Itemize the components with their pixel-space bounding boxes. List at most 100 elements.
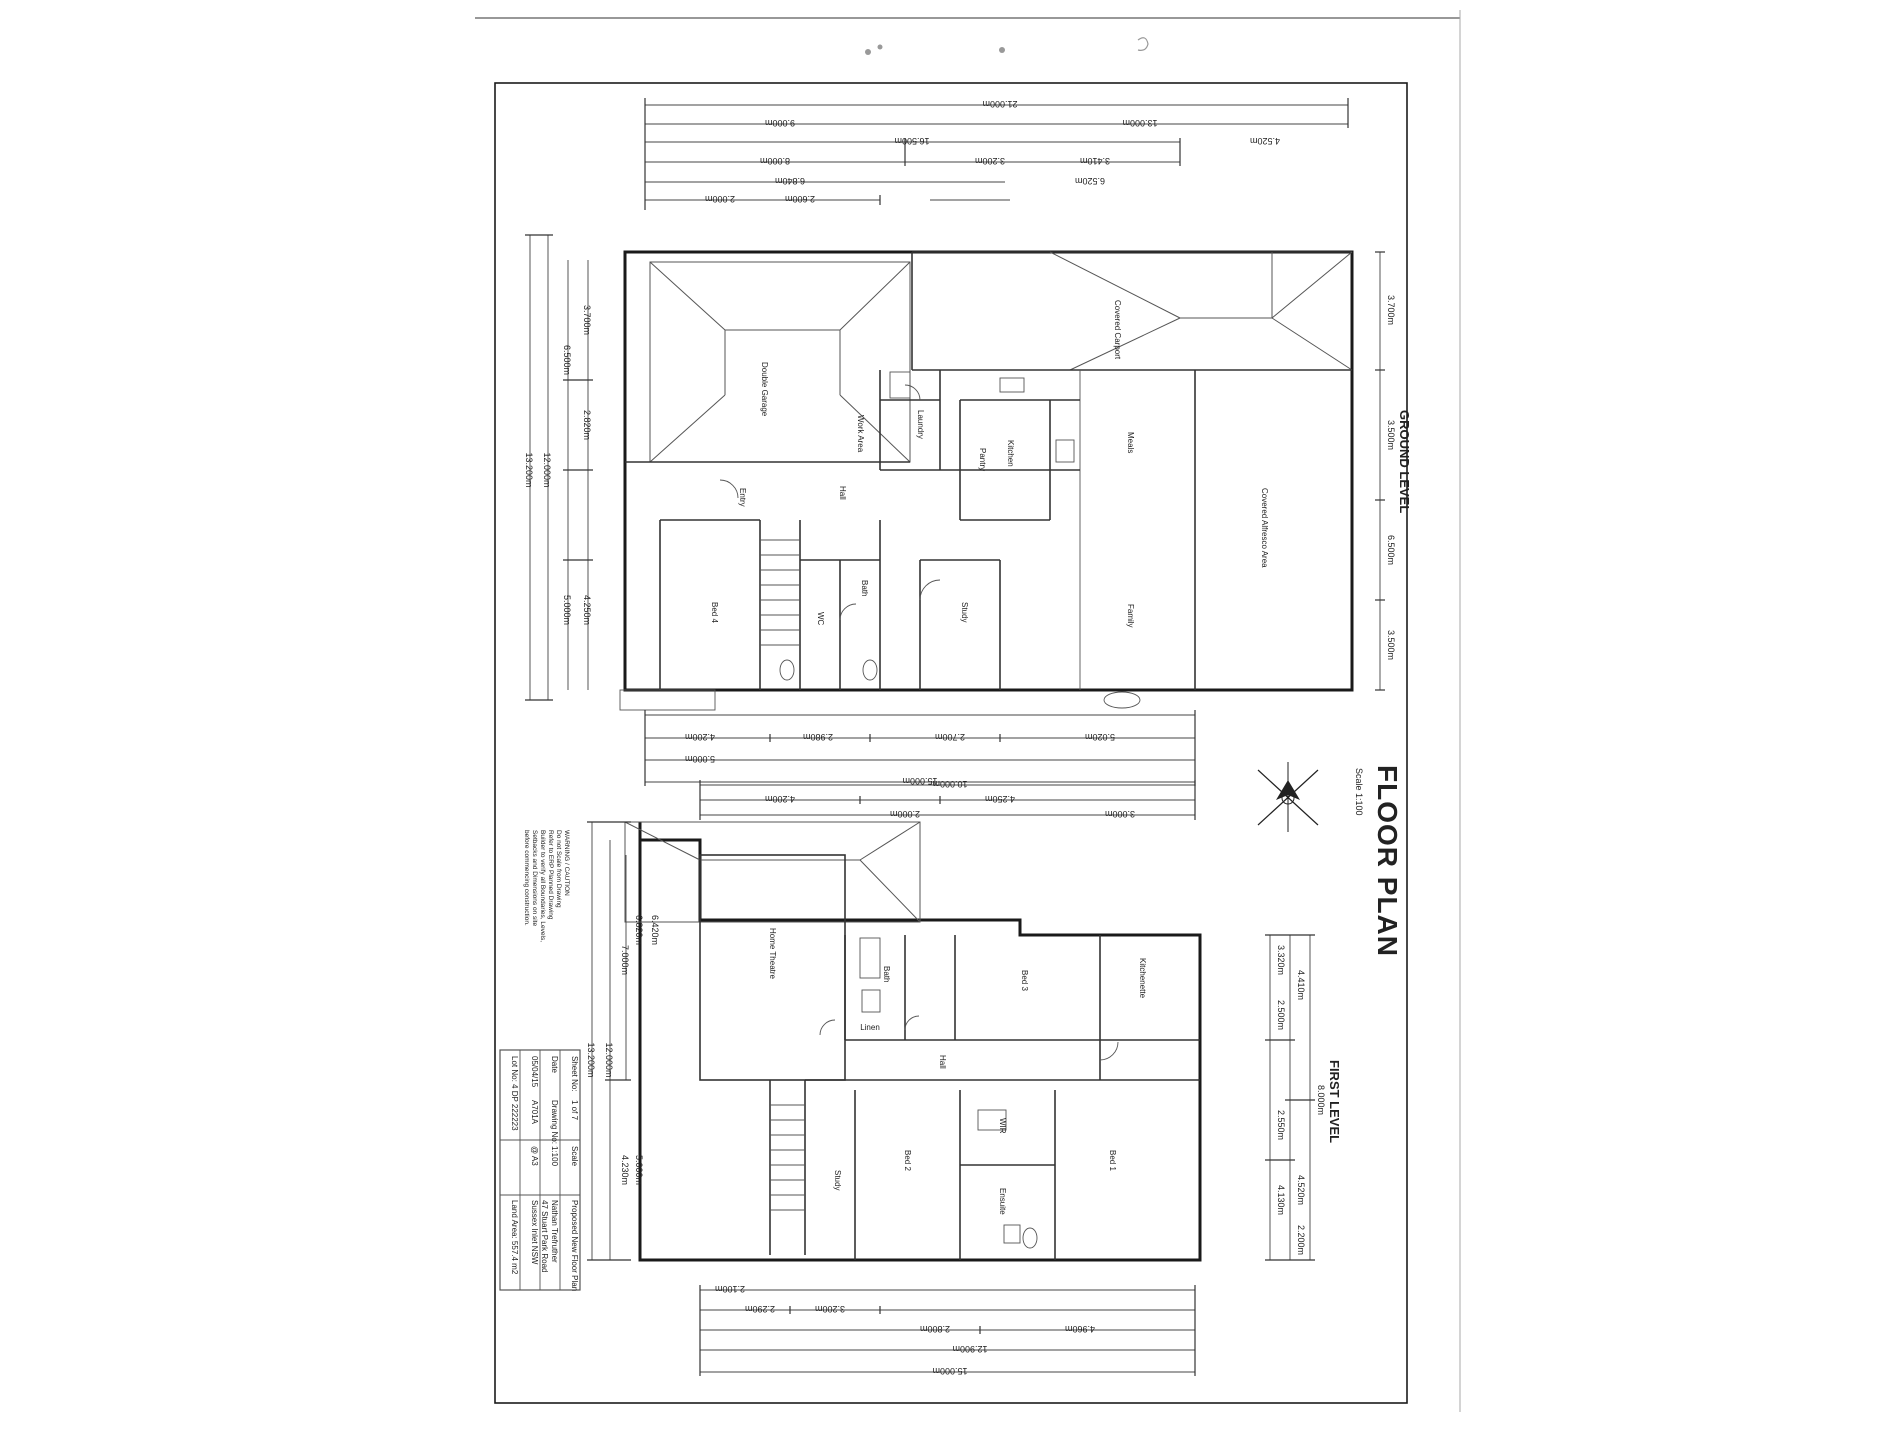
dim-label: 2.290m (745, 1304, 775, 1314)
dim-label: 3.700m (1386, 295, 1396, 325)
title-block: Sheet No: 1 of 7 Date 05/04/15 Drawing N… (499, 1049, 581, 1291)
ground-dims-right: 3.700m 3.500m 6.500m 3.500m GROUND LEVEL (1375, 251, 1412, 691)
carport-roof-hip (1271, 251, 1353, 319)
dim-label: 10.000m (932, 779, 967, 789)
dim-label: 21.000m (982, 99, 1017, 109)
dim-label: 4.200m (765, 794, 795, 804)
rainwater-tank (1103, 691, 1141, 709)
dim-label: 2.550m (1276, 1110, 1286, 1140)
room-label: Double Garage (760, 362, 769, 417)
note-line: Setbacks and Dimensions on site (531, 830, 538, 926)
tb-sheet-value: 1 of 7 (570, 1100, 579, 1121)
tb-address: 47 Stuart Park Road (540, 1200, 549, 1272)
dim-label: 3.320m (1276, 945, 1286, 975)
dim-label: 8.000m (760, 156, 790, 166)
cooktop (999, 377, 1025, 393)
door-swing (919, 579, 941, 601)
toilet (1022, 1227, 1038, 1249)
tb-client: Nathan Trefruther (550, 1200, 559, 1263)
ground-stair (760, 539, 800, 646)
room-label: Work Area (856, 415, 865, 453)
garage-roof-hip (649, 261, 726, 331)
ground-dims-left: 13.200m 12.000m 6.500m 3.700m 2.820m 5.0… (524, 234, 593, 701)
theatre-roof-hip (624, 821, 701, 861)
tb-land-area: Land Area: 557.4 m2 (510, 1200, 519, 1275)
note-line: WARNING / CAUTION (563, 830, 570, 896)
tb-suburb: Sussex Inlet NSW (530, 1200, 539, 1265)
room-label: Study (833, 1170, 842, 1190)
room-label: Kitchen (1006, 440, 1015, 467)
first-dims-left: 13.200m 12.000m 7.000m 6.820m 6.420m 4.2… (586, 821, 660, 1261)
first-stair (770, 1104, 805, 1211)
ground-dims-top: 21.000m 13.000m 9.000m 16.500m 4.520m 8.… (644, 98, 1349, 210)
room-label: Bath (882, 966, 891, 982)
dim-label: 16.500m (894, 136, 929, 146)
dim-label: 3.000m (1105, 809, 1135, 819)
tb-scale-label: Scale (570, 1146, 579, 1167)
dim-label: 7.000m (620, 945, 630, 975)
dim-label: 3.410m (1080, 156, 1110, 166)
tb-drawing-value: A701A (530, 1100, 539, 1125)
room-label: WIR (998, 1118, 1007, 1134)
dim-label: 5.000m (562, 595, 572, 625)
dim-label: 15.000m (932, 1366, 967, 1376)
tb-lot: Lot No: 4 DP 222223 (510, 1056, 519, 1131)
dim-label: 3.500m (1386, 420, 1396, 450)
dim-label: 3.200m (815, 1304, 845, 1314)
dim-label: 3.700m (582, 305, 592, 335)
dim-label: 2.000m (890, 809, 920, 819)
dim-label: 4.200m (685, 732, 715, 742)
room-label: Linen (860, 1023, 880, 1032)
dim-label: 3.500m (1386, 630, 1396, 660)
ground-level-plan: Double Garage Covered Carport Meals Cove… (524, 98, 1412, 786)
dim-label: 12.000m (542, 452, 552, 487)
room-label: Bed 2 (903, 1150, 912, 1171)
scan-speck (1137, 37, 1149, 51)
dim-label: 4.960m (1065, 1324, 1095, 1334)
dim-label: 2.800m (920, 1324, 950, 1334)
scan-speck (877, 44, 883, 50)
basin (1003, 1224, 1021, 1244)
room-label: Home Theatre (768, 928, 777, 980)
ground-room-labels: Double Garage Covered Carport Meals Cove… (710, 300, 1269, 628)
door-swing (839, 603, 857, 621)
door-swing (1099, 1041, 1119, 1061)
theatre-roof-outline (624, 821, 921, 923)
room-label: WC (816, 612, 825, 626)
study-desk (977, 1109, 1007, 1131)
room-label: Bed 4 (710, 602, 719, 623)
drawing-border (494, 82, 1408, 1404)
dim-label: 2.600m (785, 194, 815, 204)
dim-label: 4.410m (1296, 970, 1306, 1000)
bath-tub (859, 937, 881, 979)
tb-paper: @ A3 (530, 1146, 539, 1166)
door-swing (904, 1015, 920, 1031)
kitchen-sink (1055, 439, 1075, 463)
tb-project: Proposed New Floor Plan (570, 1200, 579, 1291)
note-line: Refer to ERP Planned Drawing (547, 830, 554, 920)
room-label: Hall (838, 486, 847, 500)
garage-roof-hip (839, 394, 911, 463)
dim-label: 6.820m (634, 915, 644, 945)
dim-label: 2.100m (715, 1284, 745, 1294)
dim-label: 4.520m (1250, 136, 1280, 146)
theatre-roof-hip (859, 859, 921, 923)
dim-label: 4.250m (582, 595, 592, 625)
dim-label: 2.820m (582, 410, 592, 440)
dim-label: 9.000m (765, 118, 795, 128)
note-line: Do not Scale from Drawing (555, 830, 562, 908)
dim-label: 12.900m (952, 1344, 987, 1354)
tb-scale-value: 1:100 (550, 1146, 559, 1167)
dim-label: 4.230m (620, 1155, 630, 1185)
dim-label: 5.000m (634, 1155, 644, 1185)
dim-label: 2.700m (935, 732, 965, 742)
door-swing (719, 479, 739, 499)
dim-label: 6.420m (650, 915, 660, 945)
toilet (779, 659, 795, 681)
first-room-labels: Home Theatre Bed 3 Bed 2 Bed 1 Bath Hall… (768, 928, 1147, 1215)
shower (861, 989, 881, 1013)
dim-label: 4.130m (1276, 1185, 1286, 1215)
dim-label: 6.840m (775, 176, 805, 186)
